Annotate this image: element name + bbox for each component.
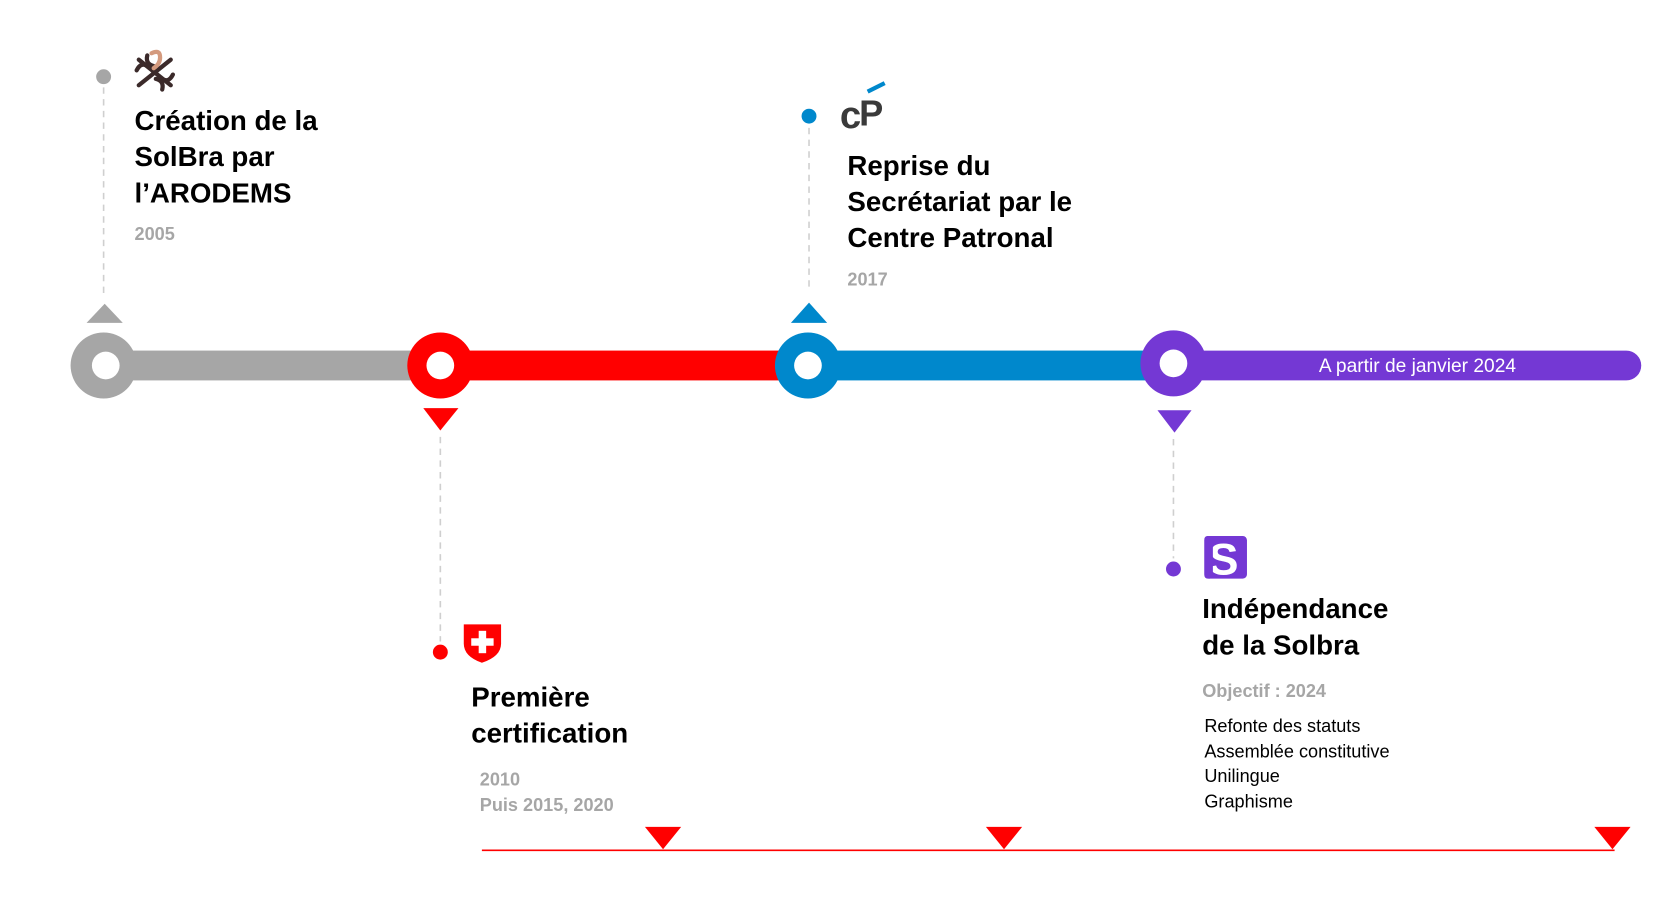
goal-list: Refonte des statuts Assemblée constituti… — [1204, 716, 1394, 812]
arrow-down-icon — [985, 826, 1023, 850]
event-date: 2010 — [480, 769, 520, 789]
timeline-bar: A partir de janvier 2024 — [103, 350, 1642, 381]
event-2024: S Indépendance de la Solbra Objectif : 2… — [1157, 410, 1396, 812]
swiss-shield-icon — [463, 624, 502, 663]
arrow-down-icon — [1594, 826, 1631, 850]
event-title: Reprise du Secrétariat par le Centre Pat… — [847, 150, 1079, 253]
svg-text:P: P — [859, 93, 883, 134]
svg-text:S: S — [1209, 534, 1239, 584]
event-2010: Première certification 2010 Puis 2015, 2… — [423, 408, 628, 815]
arodems-logo — [134, 49, 176, 92]
solbra-logo: S — [1204, 534, 1247, 584]
arrow-down-icon — [1157, 410, 1192, 433]
event-2017: c P Reprise du Secrétariat par le Centre… — [790, 81, 1079, 323]
centre-patronal-logo: c P — [840, 81, 886, 137]
event-title: Création de la SolBra par l’ARODEMS — [135, 105, 326, 208]
event-date: 2005 — [135, 224, 175, 244]
bottom-timeline — [481, 826, 1631, 852]
segment-red — [440, 350, 808, 381]
arrow-up-icon — [790, 302, 828, 323]
event-date: Objectif : 2024 — [1202, 681, 1326, 701]
bar-label: A partir de janvier 2024 — [1319, 356, 1517, 377]
event-dot — [96, 69, 112, 85]
event-2005: Création de la SolBra par l’ARODEMS 2005 — [86, 49, 326, 323]
milestone-ring-2005 — [70, 332, 137, 399]
event-title: Première certification — [471, 681, 628, 748]
svg-text:c: c — [840, 94, 861, 137]
milestone-ring-2024 — [1140, 330, 1207, 397]
event-date: 2017 — [847, 270, 887, 290]
milestone-ring-2017 — [774, 332, 841, 399]
event-title: Indépendance de la Solbra — [1202, 593, 1396, 660]
event-dot — [1165, 561, 1181, 577]
event-dot — [801, 108, 817, 124]
segment-purple — [1173, 350, 1642, 381]
event-dot — [432, 644, 448, 660]
arrow-down-icon — [423, 408, 459, 431]
segment-blue — [807, 350, 1174, 381]
event-date-renewals: Puis 2015, 2020 — [480, 795, 614, 815]
milestone-ring-2010 — [407, 332, 474, 399]
segment-gray — [103, 350, 441, 381]
arrow-down-icon — [644, 826, 682, 850]
arrow-up-icon — [86, 303, 123, 323]
